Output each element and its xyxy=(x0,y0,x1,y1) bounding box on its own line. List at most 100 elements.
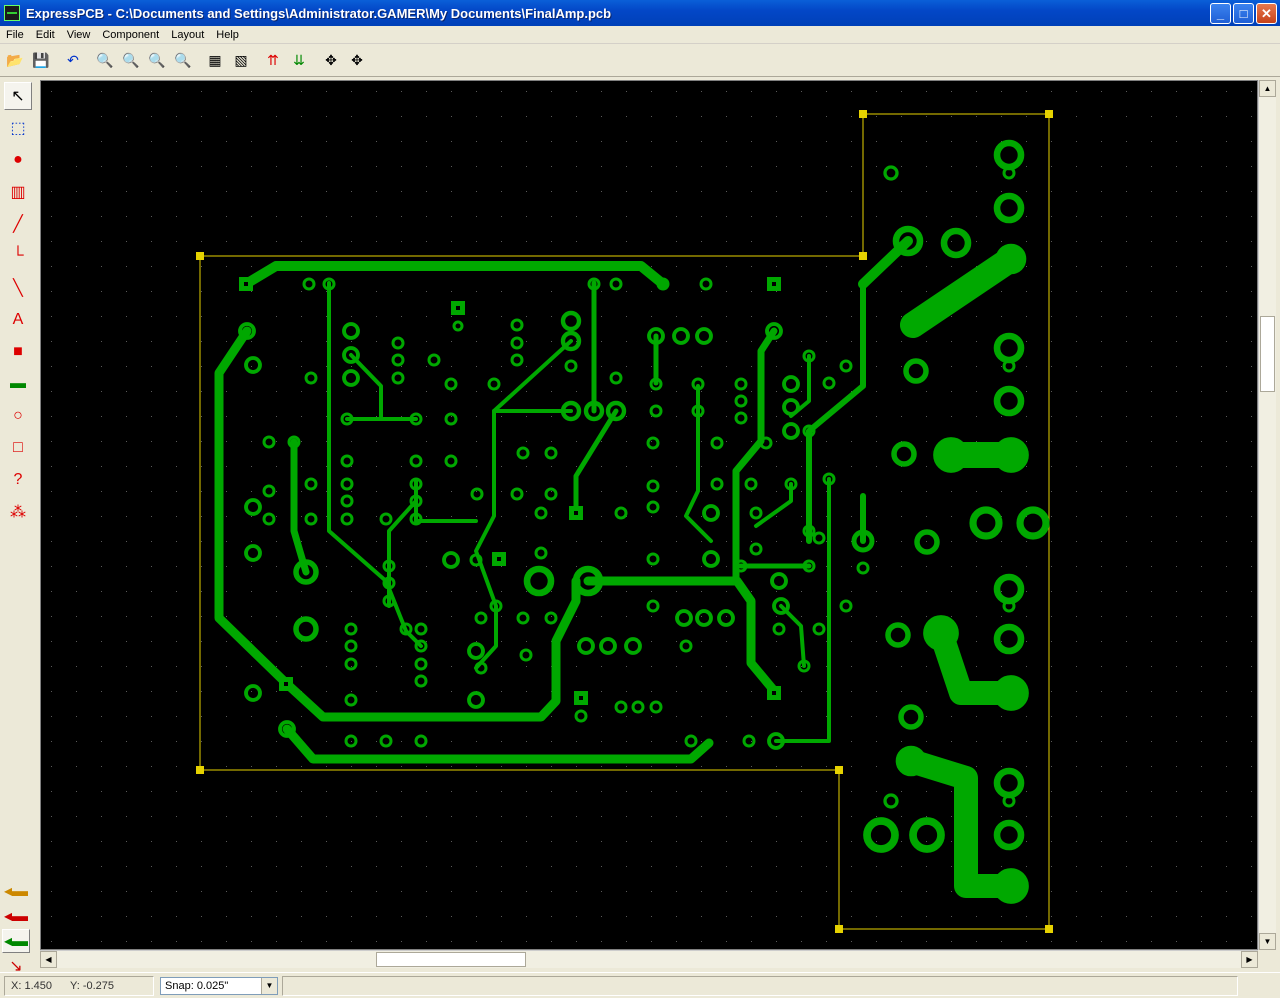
round-pad[interactable] xyxy=(900,312,926,338)
round-pad[interactable] xyxy=(710,477,724,491)
round-pad[interactable] xyxy=(649,404,663,418)
round-pad[interactable] xyxy=(883,165,899,181)
netlist-tool[interactable]: ⁂ xyxy=(4,498,32,526)
round-pad[interactable] xyxy=(699,277,713,291)
round-pad[interactable] xyxy=(822,376,836,390)
round-pad[interactable] xyxy=(863,817,899,853)
circle-tool[interactable]: ○ xyxy=(4,402,32,430)
round-pad[interactable] xyxy=(993,332,1025,364)
scroll-left-icon[interactable]: ◀ xyxy=(40,951,57,968)
round-pad[interactable] xyxy=(340,494,354,508)
round-pad[interactable] xyxy=(342,346,360,364)
pcb-trace[interactable] xyxy=(573,408,619,516)
round-pad[interactable] xyxy=(510,336,524,350)
vertical-scrollbar[interactable]: ▲ ▼ xyxy=(1258,80,1276,950)
round-pad[interactable] xyxy=(391,371,405,385)
outline-handle[interactable] xyxy=(859,110,867,118)
outline-handle[interactable] xyxy=(196,766,204,774)
round-pad[interactable] xyxy=(772,597,790,615)
round-pad[interactable] xyxy=(414,674,428,688)
round-pad[interactable] xyxy=(510,318,524,332)
round-pad[interactable] xyxy=(710,436,724,450)
round-pad[interactable] xyxy=(382,576,396,590)
round-pad[interactable] xyxy=(244,356,262,374)
zoom-in-button[interactable]: 🔍 xyxy=(93,49,117,73)
top-layer-select[interactable]: ◂▬ xyxy=(2,879,30,903)
round-pad[interactable] xyxy=(287,435,301,449)
round-pad[interactable] xyxy=(885,622,911,648)
pcb-trace[interactable] xyxy=(345,353,418,421)
move-button[interactable]: ✥ xyxy=(319,49,343,73)
round-pad[interactable] xyxy=(244,498,262,516)
scroll-down-icon[interactable]: ▼ xyxy=(1259,933,1276,950)
round-pad[interactable] xyxy=(759,436,773,450)
round-pad[interactable] xyxy=(717,609,735,627)
round-pad[interactable] xyxy=(409,412,423,426)
round-pad[interactable] xyxy=(344,734,358,748)
round-pad[interactable] xyxy=(993,139,1025,171)
round-pad[interactable] xyxy=(510,353,524,367)
pcb-trace[interactable] xyxy=(290,438,310,576)
round-pad[interactable] xyxy=(684,734,698,748)
round-pad[interactable] xyxy=(599,637,617,655)
round-pad[interactable] xyxy=(516,446,530,460)
zoom-fit-button[interactable]: 🔍 xyxy=(171,49,195,73)
round-pad[interactable] xyxy=(574,709,588,723)
round-pad[interactable] xyxy=(560,310,582,332)
round-pad[interactable] xyxy=(382,559,396,573)
round-pad[interactable] xyxy=(782,375,800,393)
round-pad[interactable] xyxy=(839,359,853,373)
round-pad[interactable] xyxy=(631,700,645,714)
round-pad[interactable] xyxy=(293,616,319,642)
round-pad[interactable] xyxy=(391,353,405,367)
round-pad[interactable] xyxy=(649,700,663,714)
round-pad[interactable] xyxy=(749,506,763,520)
round-pad[interactable] xyxy=(767,732,785,750)
round-pad[interactable] xyxy=(734,411,748,425)
round-pad[interactable] xyxy=(802,349,816,363)
round-pad[interactable] xyxy=(993,868,1029,904)
rectangle-tool[interactable]: □ xyxy=(4,434,32,462)
horizontal-scroll-thumb[interactable] xyxy=(376,952,526,967)
outline-handle[interactable] xyxy=(196,252,204,260)
text-tool[interactable]: A xyxy=(4,306,32,334)
round-pad[interactable] xyxy=(770,572,788,590)
pcb-trace[interactable] xyxy=(754,482,793,528)
round-pad[interactable] xyxy=(302,277,316,291)
pcb-trace[interactable] xyxy=(806,281,866,544)
round-pad[interactable] xyxy=(646,552,660,566)
ratsnest-tool[interactable]: ↘ xyxy=(2,954,30,978)
round-pad[interactable] xyxy=(624,637,642,655)
pcb-trace[interactable] xyxy=(387,499,418,608)
round-pad[interactable] xyxy=(895,745,927,777)
round-pad[interactable] xyxy=(583,400,605,422)
snap-select[interactable]: Snap: 0.025" ▼ xyxy=(160,976,278,995)
round-pad[interactable] xyxy=(646,436,660,450)
round-pad[interactable] xyxy=(903,358,929,384)
pcb-trace[interactable] xyxy=(414,479,478,523)
round-pad[interactable] xyxy=(379,512,393,526)
pad-hole[interactable] xyxy=(772,282,776,286)
round-pad[interactable] xyxy=(995,243,1027,275)
round-pad[interactable] xyxy=(523,565,555,597)
pcb-trace[interactable] xyxy=(214,326,581,722)
round-pad[interactable] xyxy=(822,472,836,486)
round-pad[interactable] xyxy=(609,371,623,385)
round-pad[interactable] xyxy=(444,454,458,468)
round-pad[interactable] xyxy=(238,322,256,340)
menu-view[interactable]: View xyxy=(66,28,91,41)
round-pad[interactable] xyxy=(691,404,705,418)
menu-file[interactable]: File xyxy=(6,28,24,41)
silkscreen-layer-select[interactable]: ◂▬ xyxy=(2,929,30,953)
round-pad[interactable] xyxy=(1002,794,1016,808)
scroll-up-icon[interactable]: ▲ xyxy=(1259,80,1276,97)
round-pad[interactable] xyxy=(489,599,503,613)
round-pad[interactable] xyxy=(469,553,483,567)
round-pad[interactable] xyxy=(470,487,484,501)
menu-component[interactable]: Component xyxy=(102,28,160,41)
round-pad[interactable] xyxy=(467,642,485,660)
round-pad[interactable] xyxy=(399,622,413,636)
pcb-trace[interactable] xyxy=(899,749,1023,898)
save-button[interactable]: 💾 xyxy=(29,49,53,73)
round-pad[interactable] xyxy=(487,377,501,391)
